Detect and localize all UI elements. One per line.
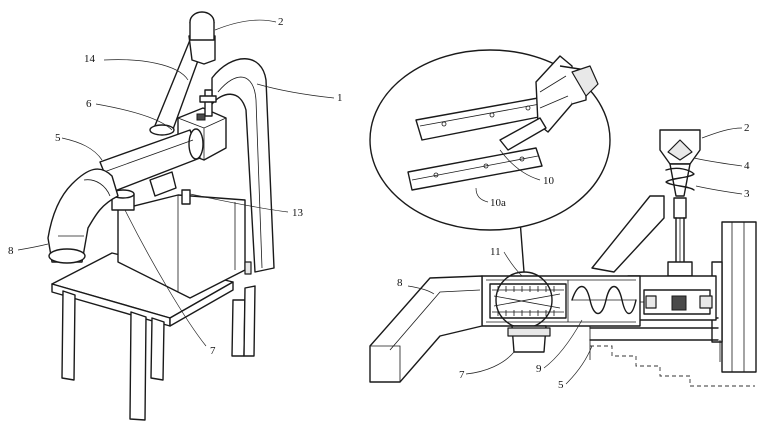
ground-steps xyxy=(590,345,755,387)
screw-barrel xyxy=(99,128,204,211)
label-4: 4 xyxy=(744,160,750,172)
label-13: 13 xyxy=(292,207,304,219)
label-8-left: 8 xyxy=(8,245,14,257)
label-2-right: 2 xyxy=(744,122,750,134)
gearbox xyxy=(627,275,717,321)
barrel xyxy=(481,271,641,353)
left-leader-lines xyxy=(17,19,335,347)
arched-frame xyxy=(211,58,275,273)
table xyxy=(51,252,256,421)
label-2-left: 2 xyxy=(278,16,284,28)
chute xyxy=(149,11,216,136)
magnified-detail xyxy=(369,49,611,231)
label-7-right: 7 xyxy=(459,369,465,381)
label-8-right: 8 xyxy=(397,277,403,289)
label-11: 11 xyxy=(490,246,501,258)
left-perspective-view: 2 14 1 6 5 13 8 7 xyxy=(8,11,343,421)
right-section-view: 2 4 3 10 10a 11 8 7 9 5 xyxy=(369,49,757,391)
magnifier-connector xyxy=(519,219,525,273)
label-5-right: 5 xyxy=(558,379,564,391)
outlet-elbow xyxy=(47,168,119,264)
label-3: 3 xyxy=(744,188,750,200)
label-1: 1 xyxy=(337,92,343,104)
right-leader-lines xyxy=(407,127,743,385)
label-9: 9 xyxy=(536,363,542,375)
inclined-support xyxy=(591,195,665,273)
inlet-hopper xyxy=(369,275,483,383)
label-5-left: 5 xyxy=(55,132,61,144)
label-10: 10 xyxy=(543,175,555,187)
feed-head xyxy=(659,129,701,277)
label-10a: 10a xyxy=(490,197,506,209)
label-14: 14 xyxy=(84,53,96,65)
machine-body xyxy=(117,189,252,299)
label-6: 6 xyxy=(86,98,92,110)
label-7-left: 7 xyxy=(210,345,216,357)
right-housing xyxy=(711,221,757,373)
